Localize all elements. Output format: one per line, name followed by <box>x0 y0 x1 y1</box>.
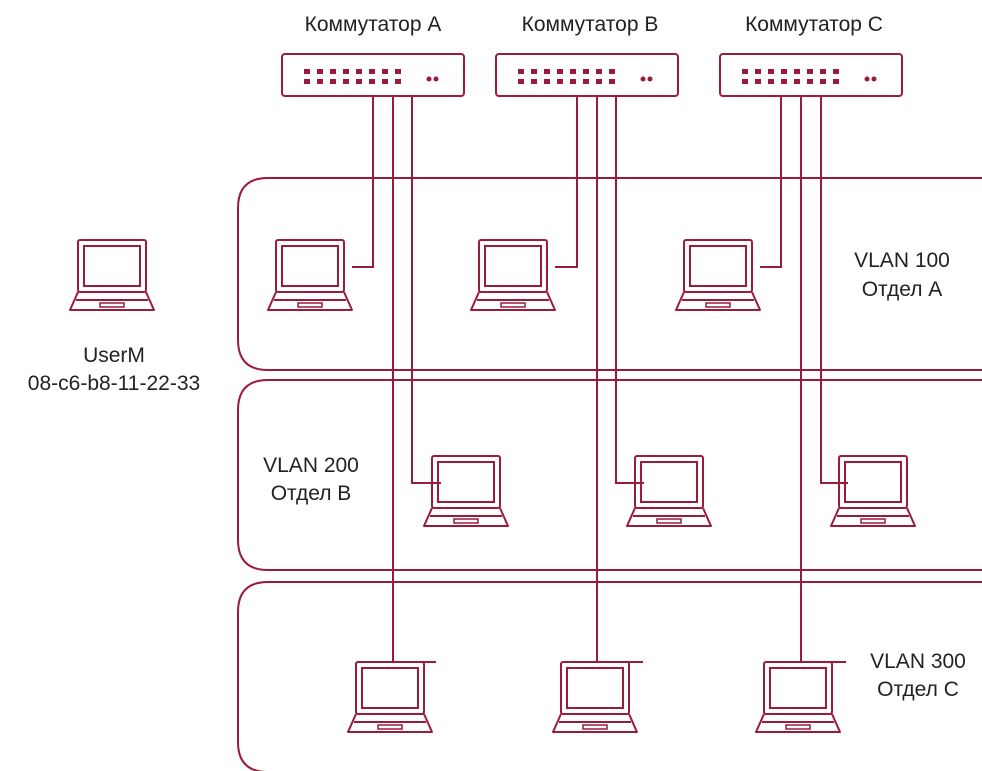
vlan-300-dept: Отдел С <box>877 678 959 701</box>
switch-a-label: Коммутатор А <box>305 13 442 36</box>
user-name: UserM <box>83 344 145 367</box>
laptop-icon <box>267 239 353 311</box>
switch-b-icon <box>495 53 679 97</box>
vlan-300-id: VLAN 300 <box>870 650 966 673</box>
vlan-200-id: VLAN 200 <box>263 454 359 477</box>
laptop-icon <box>675 239 761 311</box>
laptop-icon <box>347 661 433 733</box>
vlan-200-zone <box>237 379 982 571</box>
vlan-300-zone <box>237 581 982 771</box>
vlan-100-dept: Отдел А <box>862 278 943 301</box>
user-laptop-icon <box>69 239 155 311</box>
switch-a-icon <box>281 53 465 97</box>
user-mac: 08-c6-b8-11-22-33 <box>28 372 200 395</box>
switch-c-icon <box>719 53 903 97</box>
laptop-icon <box>552 661 638 733</box>
switch-c-label: Коммутатор С <box>745 13 883 36</box>
vlan-100-id: VLAN 100 <box>854 249 950 272</box>
laptop-icon <box>626 455 712 527</box>
laptop-icon <box>423 455 509 527</box>
switch-b-label: Коммутатор В <box>522 13 659 36</box>
laptop-icon <box>755 661 841 733</box>
laptop-icon <box>470 239 556 311</box>
vlan-100-zone <box>237 177 982 371</box>
laptop-icon <box>830 455 916 527</box>
vlan-200-dept: Отдел В <box>271 482 352 505</box>
